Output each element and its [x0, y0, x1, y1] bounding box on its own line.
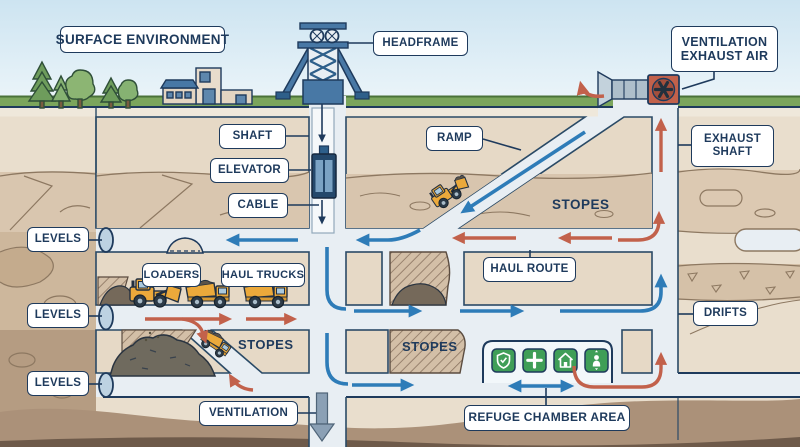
- right-strata: [677, 168, 800, 335]
- label-cable: CABLE: [228, 193, 288, 218]
- exhaust-air-arrows: [145, 117, 668, 392]
- medical-cross-icon: [522, 348, 547, 373]
- label-ventilation-exhaust-air: VENTILATION EXHAUST AIR: [671, 26, 778, 72]
- tunnel-portals: [98, 227, 114, 398]
- fresh-air-arrows: [225, 130, 668, 393]
- label-stopes-center: STOPES: [402, 339, 458, 354]
- label-haul-route: HAUL ROUTE: [483, 257, 576, 282]
- label-ramp: RAMP: [426, 126, 483, 151]
- label-stopes-upper-right: STOPES: [552, 197, 610, 212]
- label-connectors: [89, 42, 715, 414]
- person-icon: [584, 348, 609, 373]
- label-refuge-chamber-area: REFUGE CHAMBER AREA: [464, 405, 630, 431]
- label-headframe: HEADFRAME: [373, 31, 468, 56]
- refuge-chamber: [482, 340, 613, 383]
- tree-icons: [27, 60, 139, 109]
- label-loaders: LOADERS: [142, 263, 201, 287]
- elevator-car: [311, 145, 337, 199]
- label-ventilation: VENTILATION: [199, 401, 298, 426]
- label-levels-3: LEVELS: [27, 371, 89, 396]
- rock-lens: [734, 228, 800, 252]
- exhaust-fan-icon: [576, 70, 680, 109]
- label-exhaust-shaft: EXHAUST SHAFT: [691, 125, 774, 167]
- ore-chute-dome: [166, 237, 204, 254]
- label-haul-trucks: HAUL TRUCKS: [221, 263, 305, 287]
- label-elevator: ELEVATOR: [210, 158, 289, 183]
- label-stopes-left: STOPES: [238, 337, 294, 352]
- label-shaft: SHAFT: [219, 124, 286, 149]
- mine-buildings: [159, 67, 253, 105]
- label-drifts: DRIFTS: [693, 301, 758, 326]
- label-levels-1: LEVELS: [27, 227, 89, 252]
- headframe-illustration: [275, 22, 370, 105]
- shelter-home-icon: [553, 348, 578, 373]
- ventilation-down-arrow: [308, 392, 336, 443]
- shield-check-icon: [491, 348, 516, 373]
- label-levels-2: LEVELS: [27, 303, 89, 328]
- label-surface-environment: SURFACE ENVIRONMENT: [56, 26, 229, 53]
